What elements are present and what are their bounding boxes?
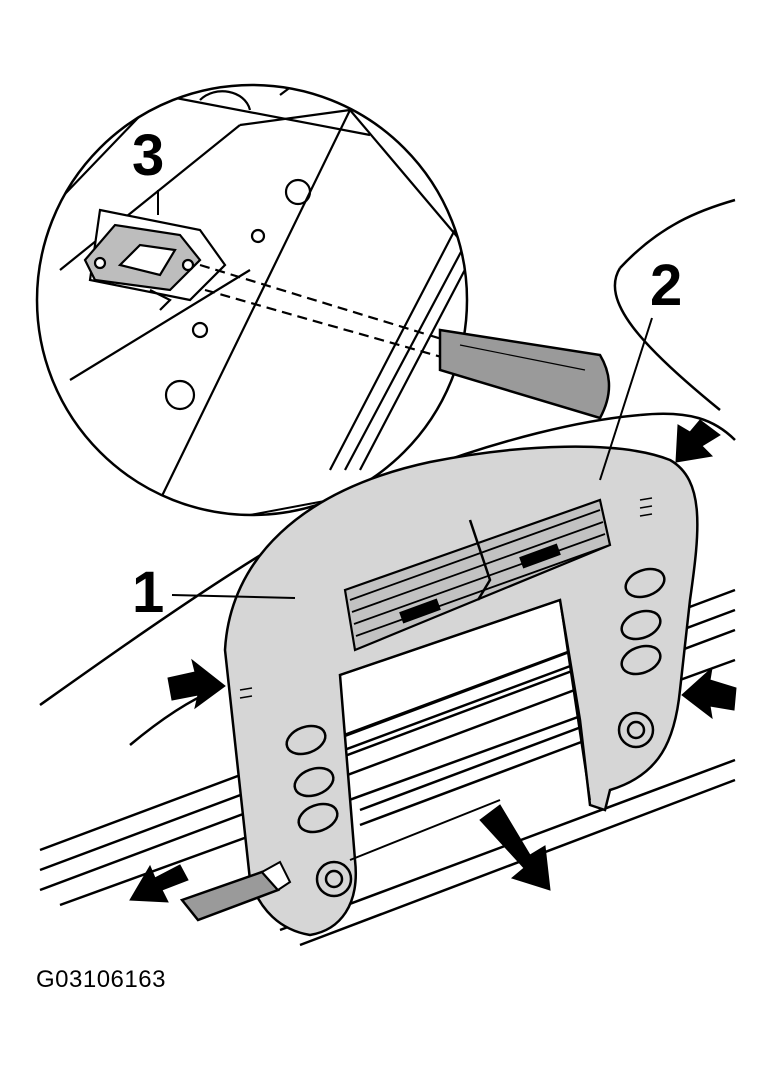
- callout-number-2: 2: [650, 253, 682, 318]
- callout-1: 1: [132, 560, 296, 625]
- arrow-left: [167, 658, 226, 710]
- callout-2: 2: [599, 253, 682, 481]
- vent-panel: [179, 445, 699, 937]
- figure-code: G03106163: [36, 966, 166, 993]
- callout-number-3: 3: [132, 123, 164, 188]
- callout-3: 3: [132, 123, 164, 215]
- direction-arrows: [129, 419, 737, 903]
- arrow-bottom-left: [129, 864, 189, 903]
- arrow-right: [681, 666, 737, 720]
- arrow-bottom-center: [479, 804, 551, 891]
- callout-number-1: 1: [132, 560, 164, 625]
- detail-lens: [35, 83, 611, 517]
- arrow-top-right: [675, 419, 721, 463]
